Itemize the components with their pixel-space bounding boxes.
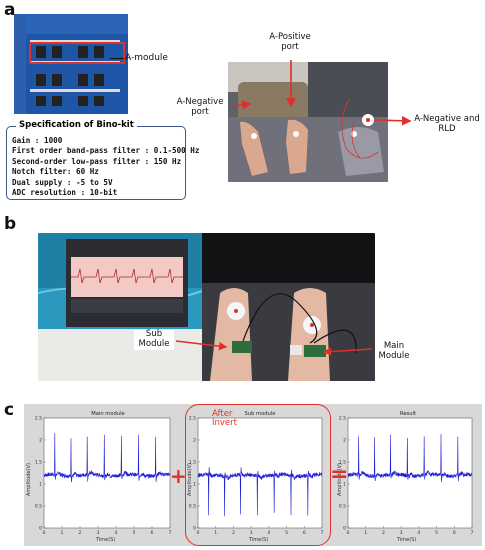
chart-title-sub: Sub module (244, 411, 276, 417)
plot-frame-2 (347, 417, 473, 529)
y-tick-label-2-1: 1 (343, 482, 346, 488)
x-tick-label-2-2: 2 (382, 530, 385, 536)
plot-frame-0 (43, 417, 171, 529)
y-tick-label-1-1.5: 1.5 (189, 460, 196, 466)
x-tick-label-2-6: 6 (453, 530, 456, 536)
spec-line-bandpass: First order band-pass filter : 0.1-500 H… (12, 146, 200, 156)
y-tick-label-0-1: 1 (39, 482, 42, 488)
x-label-result: Time(S) (397, 537, 417, 543)
x-tick-label-0-2: 2 (79, 530, 82, 536)
recording-setup-photo (38, 233, 375, 381)
spec-line-gain: Gain : 1000 (12, 136, 63, 145)
x-tick-label-0-1: 1 (61, 530, 64, 536)
spec-line-notch: Notch filter: 60 Hz (12, 167, 99, 177)
arms-graphic (228, 62, 388, 182)
equals-sign: = (330, 462, 349, 487)
bino-kit-board-photo (14, 14, 128, 114)
y-tick-label-0-1.5: 1.5 (35, 460, 42, 466)
panel-letter-b: b (4, 214, 17, 234)
x-tick-label-2-7: 7 (471, 530, 474, 536)
negative-port-label: A-Negative port (176, 97, 224, 117)
y-tick-label-2-2: 2 (343, 438, 346, 444)
spec-line-lowpass: Second-order low-pass filter : 150 Hz (12, 156, 182, 166)
x-label-sub: Time(S) (249, 537, 269, 543)
x-tick-label-0-7: 7 (169, 530, 172, 536)
y-tick-label-2-0: 0 (343, 526, 346, 532)
panel-letter-a: a (4, 0, 16, 20)
chart-title-main: Main module (91, 411, 125, 417)
plus-sign: + (170, 464, 187, 488)
board-graphic (14, 14, 128, 114)
x-tick-label-0-5: 5 (133, 530, 136, 536)
panel-letter-c: c (4, 400, 15, 420)
main-module-label: Main Module (378, 341, 410, 361)
setup-graphic (38, 233, 375, 381)
y-tick-label-2-0.5: 0.5 (339, 504, 346, 510)
y-tick-label-0-2.5: 2.5 (35, 416, 42, 422)
spec-line-adc: ADC resolution : 10-bit (12, 188, 118, 198)
x-tick-label-1-6: 6 (303, 530, 306, 536)
y-label-main: Amplitude(V) (26, 463, 32, 496)
electrode-placement-photo (228, 62, 388, 182)
module-pointer-line (110, 58, 124, 59)
y-tick-label-2-1.5: 1.5 (339, 460, 346, 466)
after-invert-label: After Invert (212, 409, 237, 429)
x-tick-label-0-4: 4 (115, 530, 118, 536)
x-tick-label-2-0: 0 (347, 530, 350, 536)
x-tick-label-0-0: 0 (43, 530, 46, 536)
x-tick-label-2-5: 5 (435, 530, 438, 536)
x-label-main: Time(S) (96, 537, 116, 543)
a-module-label: A-module (125, 53, 168, 63)
x-tick-label-0-6: 6 (151, 530, 154, 536)
chart-title-result: Result (399, 411, 417, 417)
y-tick-label-0-2: 2 (39, 438, 42, 444)
sub-module-label: Sub Module (134, 329, 174, 350)
y-tick-label-2-2.5: 2.5 (339, 416, 346, 422)
spec-title: Specification of Bino-kit (16, 120, 137, 130)
invert-highlight-box (185, 404, 331, 546)
signal-trace-1 (197, 467, 323, 517)
signal-trace-0 (43, 433, 171, 483)
x-tick-label-1-5: 5 (285, 530, 288, 536)
x-tick-label-1-2: 2 (232, 530, 235, 536)
y-tick-label-1-0: 0 (193, 526, 196, 532)
y-tick-label-1-2: 2 (193, 438, 196, 444)
x-tick-label-2-3: 3 (400, 530, 403, 536)
x-tick-label-2-1: 1 (364, 530, 367, 536)
y-tick-label-0-0: 0 (39, 526, 42, 532)
signal-trace-2 (347, 434, 473, 483)
x-tick-label-1-1: 1 (214, 530, 217, 536)
y-tick-label-1-2.5: 2.5 (189, 416, 196, 422)
x-tick-label-1-4: 4 (267, 530, 270, 536)
y-tick-label-0-0.5: 0.5 (35, 504, 42, 510)
y-tick-label-1-0.5: 0.5 (189, 504, 196, 510)
negative-rld-label: A-Negative and RLD (414, 114, 480, 134)
spec-lines: Gain : 1000 First order band-pass filter… (12, 136, 199, 198)
x-tick-label-2-4: 4 (417, 530, 420, 536)
positive-port-label: A-Positive port (269, 32, 311, 52)
x-tick-label-0-3: 3 (97, 530, 100, 536)
y-tick-label-1-1: 1 (193, 482, 196, 488)
spec-line-supply: Dual supply : -5 to 5V (12, 177, 113, 187)
x-tick-label-1-3: 3 (250, 530, 253, 536)
